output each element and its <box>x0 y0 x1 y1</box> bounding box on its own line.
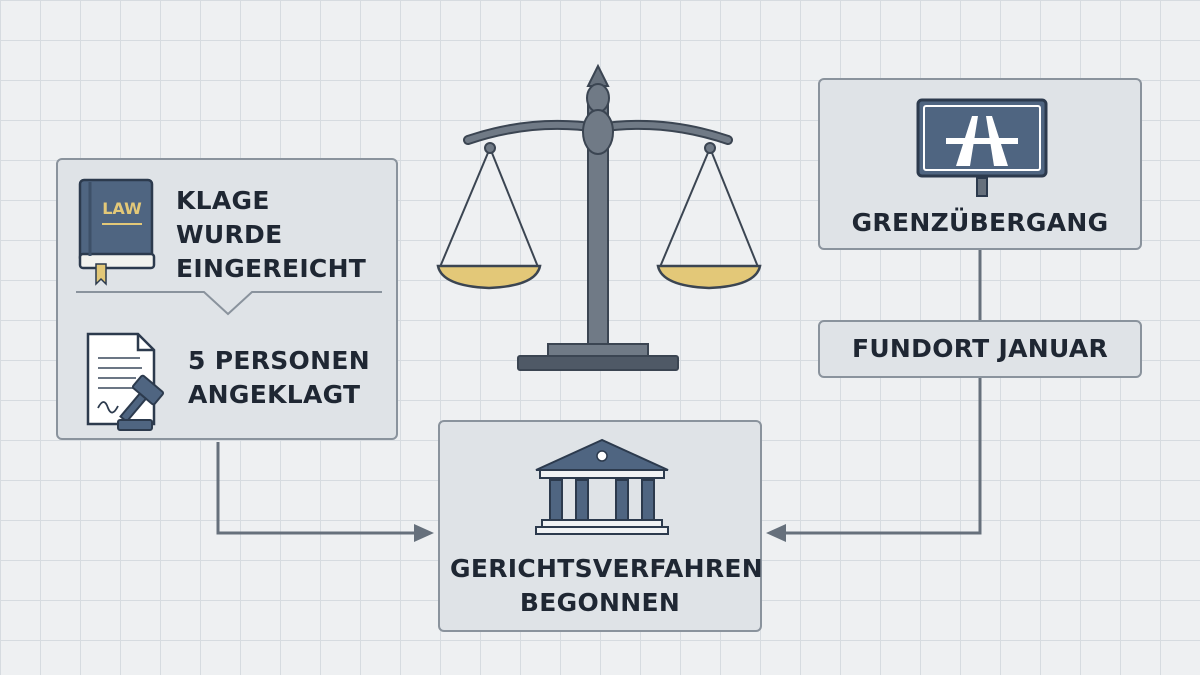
divider-notch <box>76 291 382 316</box>
law-book-icon: LAW <box>78 178 156 286</box>
discovery-location-label: FUNDORT JANUAR <box>851 334 1109 363</box>
border-crossing-panel: GRENZÜBERGANG <box>818 78 1142 250</box>
proceedings-started-label: GERICHTSVERFAHREN BEGONNEN <box>450 554 763 617</box>
discovery-location-panel: FUNDORT JANUAR <box>818 320 1142 378</box>
courthouse-icon <box>535 438 669 535</box>
arrowhead-left <box>414 524 434 542</box>
statement-complaint-filed: KLAGE WURDE EINGEREICHT <box>176 186 367 283</box>
highway-sign-icon <box>916 98 1048 197</box>
arrowhead-right <box>766 524 786 542</box>
center-result-panel: GERICHTSVERFAHREN BEGONNEN <box>438 420 763 632</box>
scales-of-justice-icon <box>436 63 762 371</box>
law-book-label: LAW <box>102 199 142 218</box>
connector-right <box>782 378 982 535</box>
left-panel: LAW KLAGE WURDE EINGEREICHT 5 PERSONEN A… <box>56 158 398 440</box>
document-gavel-icon <box>86 332 165 431</box>
statement-persons-charged: 5 PERSONEN ANGEKLAGT <box>188 346 370 409</box>
connector-left <box>216 442 420 535</box>
border-crossing-label: GRENZÜBERGANG <box>851 208 1109 237</box>
